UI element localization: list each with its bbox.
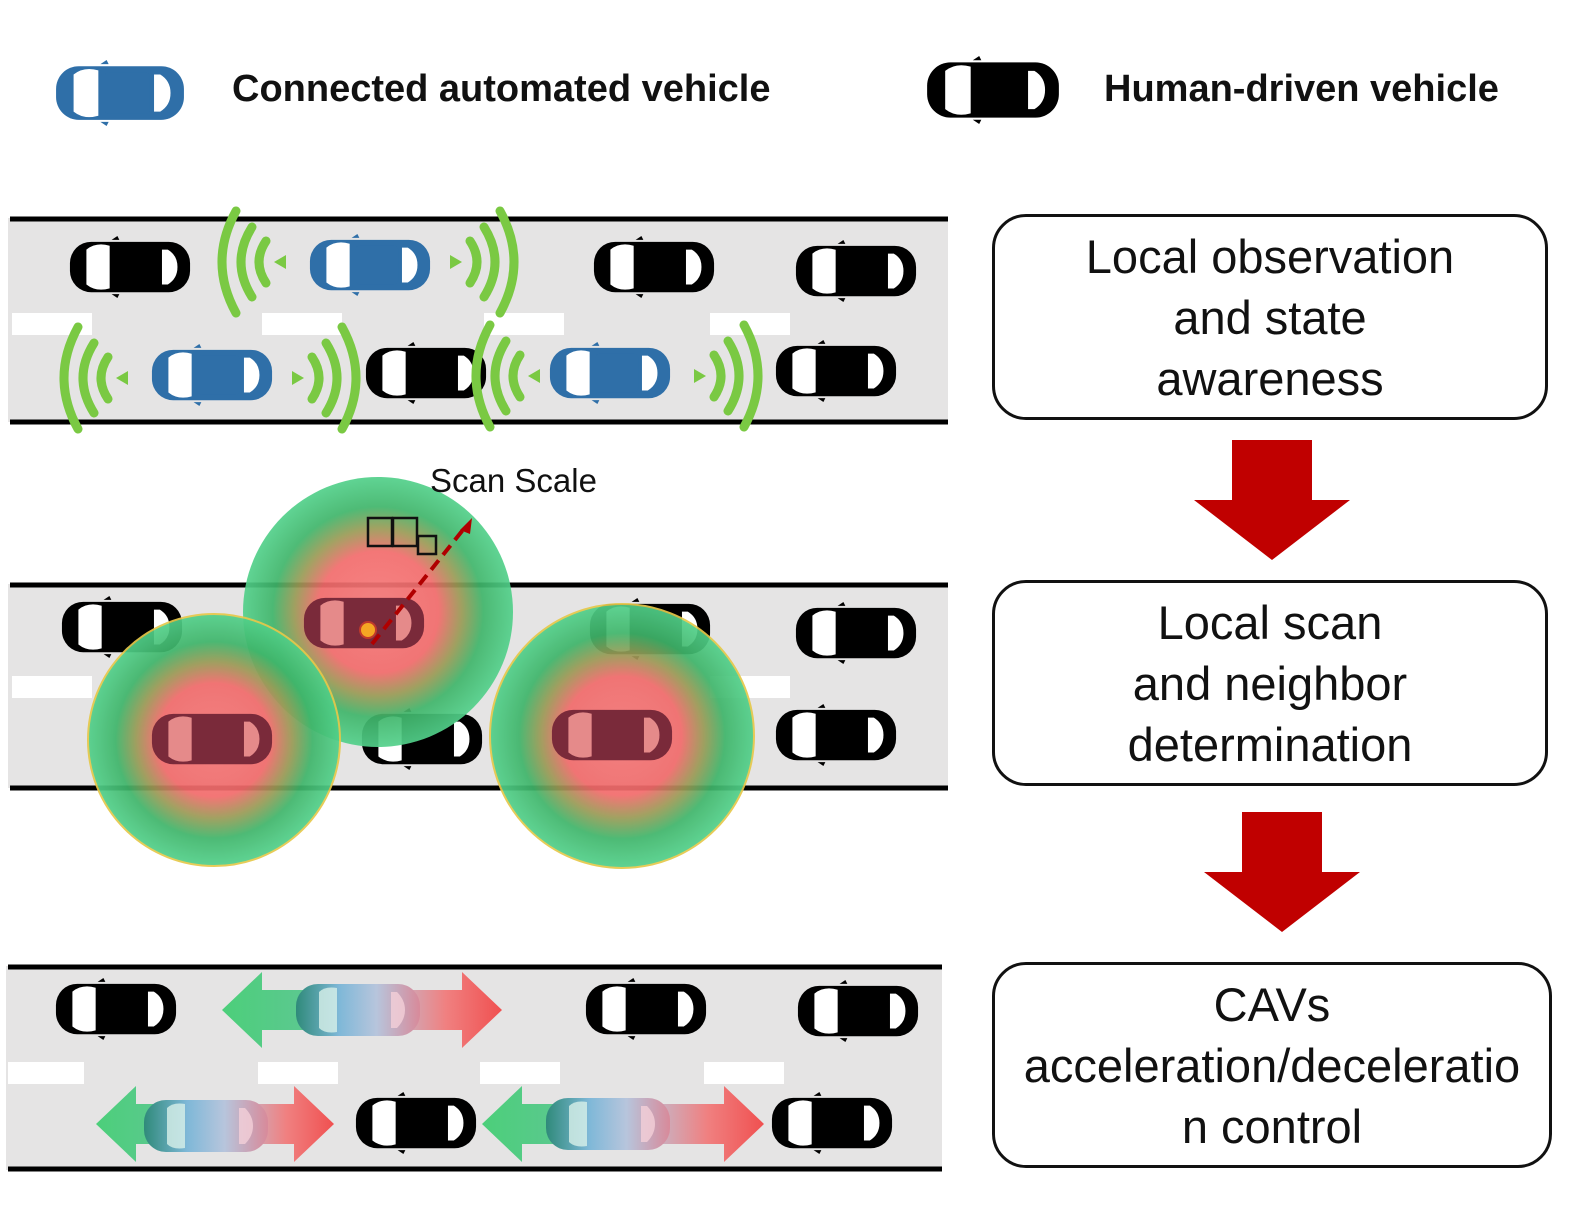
- step-box-observation: Local observation and state awareness: [992, 214, 1548, 420]
- hdv-car: [365, 342, 487, 404]
- road-panel-3: [6, 964, 942, 1172]
- hdv-car: [593, 236, 715, 298]
- hdv-car: [795, 240, 917, 302]
- hdv-car: [775, 340, 897, 402]
- cav-car: [151, 344, 273, 406]
- hdv-car: [585, 978, 707, 1040]
- step-text: CAVs acceleration/deceleratio n control: [1023, 977, 1521, 1153]
- speed-control-arrow: [222, 972, 502, 1048]
- flow-arrow-down-icon: [1194, 440, 1350, 560]
- speed-control-arrow: [96, 1086, 334, 1162]
- step-text: Local observation and state awareness: [1085, 229, 1455, 405]
- step-text: Local scan and neighbor determination: [1127, 595, 1413, 771]
- flow-arrow-down-icon: [1204, 812, 1360, 932]
- cav-car-scanning: [151, 713, 273, 765]
- scan-center-point: [359, 621, 377, 639]
- step-box-control: CAVs acceleration/deceleratio n control: [992, 962, 1552, 1168]
- hdv-car: [795, 602, 917, 664]
- legend-cav-label: Connected automated vehicle: [232, 68, 771, 110]
- speed-control-arrow: [482, 1086, 764, 1162]
- hdv-car: [355, 1092, 477, 1154]
- hdv-car: [55, 978, 177, 1040]
- scan-scale-label: Scan Scale: [430, 462, 597, 499]
- road-panel-1: [8, 211, 948, 429]
- hdv-car: [775, 704, 897, 766]
- cav-car-scanning: [551, 709, 673, 761]
- hdv-car: [797, 980, 919, 1042]
- cav-car: [549, 342, 671, 404]
- road-panel-2: [8, 477, 948, 869]
- step-box-scan: Local scan and neighbor determination: [992, 580, 1548, 786]
- scan-radius-arrow: [370, 524, 468, 646]
- legend-hdv-label: Human-driven vehicle: [1104, 68, 1499, 110]
- cav-car: [309, 234, 431, 296]
- hdv-car: [69, 236, 191, 298]
- legend-hdv-icon: [927, 56, 1059, 124]
- scan-cells: [366, 516, 438, 556]
- hdv-car: [771, 1092, 893, 1154]
- legend-cav-icon: [56, 60, 184, 126]
